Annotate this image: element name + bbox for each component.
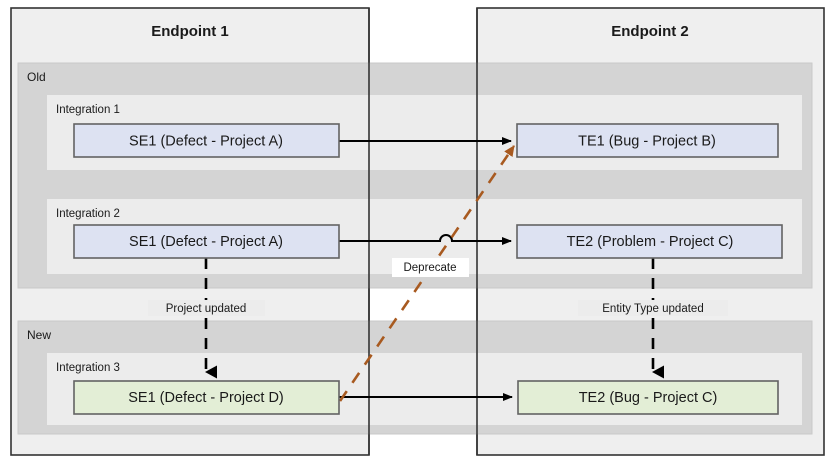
edge-se1a2-to-te2problem (339, 234, 512, 245)
node-se1-project-a-2-label: SE1 (Defect - Project A) (129, 234, 283, 250)
node-te2-bug-project-c-label: TE2 (Bug - Project C) (579, 390, 718, 406)
group-old-label: Old (27, 70, 46, 84)
endpoint-1-title: Endpoint 1 (151, 23, 229, 40)
node-se1-project-a-2-box[interactable] (73, 224, 340, 259)
project-updated-label-bg (148, 300, 265, 316)
node-te1-bug-project-b[interactable]: TE1 (Bug - Project B) (516, 123, 779, 158)
endpoint-2-title: Endpoint 2 (611, 23, 689, 40)
node-se1-project-d-label: SE1 (Defect - Project D) (128, 390, 284, 406)
node-te1-bug-project-b-box[interactable] (516, 123, 779, 158)
group-new: New Integration 3 (17, 320, 813, 435)
node-te2-bug-project-c[interactable]: TE2 (Bug - Project C) (517, 380, 779, 415)
node-se1-project-a-1[interactable]: SE1 (Defect - Project A) (73, 123, 340, 158)
node-se1-project-a-1-label: SE1 (Defect - Project A) (129, 133, 283, 149)
entity-type-updated-label-bg (578, 300, 728, 316)
node-te2-problem-project-c[interactable]: TE2 (Problem - Project C) (516, 224, 783, 259)
project-updated-label: Project updated (166, 303, 247, 315)
node-se1-project-d[interactable]: SE1 (Defect - Project D) (73, 380, 340, 415)
node-te1-bug-project-b-label: TE1 (Bug - Project B) (578, 133, 716, 149)
node-se1-project-a-2[interactable]: SE1 (Defect - Project A) (73, 224, 340, 259)
deprecate-label-bg (392, 258, 469, 277)
node-te2-problem-project-c-box[interactable] (516, 224, 783, 259)
node-te2-problem-project-c-label: TE2 (Problem - Project C) (567, 234, 734, 250)
group-new-label: New (27, 328, 51, 342)
node-te2-bug-project-c-box[interactable] (517, 380, 779, 415)
integration-3-label: Integration 3 (56, 362, 120, 374)
entity-type-updated-label: Entity Type updated (602, 303, 703, 315)
node-se1-project-a-1-box[interactable] (73, 123, 340, 158)
deprecate-label: Deprecate (403, 262, 456, 274)
integration-1-label: Integration 1 (56, 104, 120, 116)
integration-2-label: Integration 2 (56, 208, 120, 220)
node-se1-project-d-box[interactable] (73, 380, 340, 415)
